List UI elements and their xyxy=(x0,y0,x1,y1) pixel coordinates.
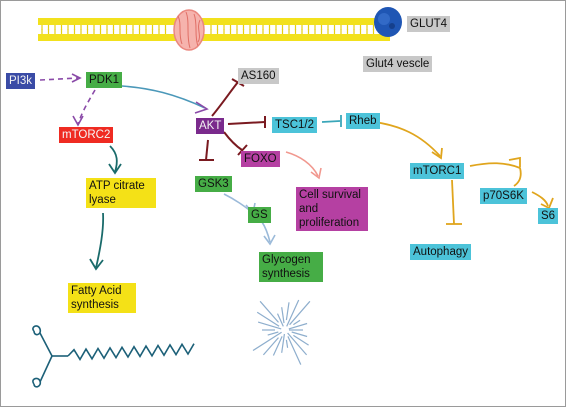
mtorc2-node: mTORC2 xyxy=(59,127,114,143)
lipid-tails xyxy=(41,25,388,34)
pdk1-to-mtorc2-arrow xyxy=(77,89,96,125)
akt-inhibition-lines xyxy=(199,78,266,161)
fatty-acid-node: Fatty Acid synthesis xyxy=(68,283,136,313)
glycogen-synthesis-node: Glycogen synthesis xyxy=(259,252,323,282)
glycogen-line-2: synthesis xyxy=(262,268,310,280)
akt-node: AKT xyxy=(196,118,225,134)
cell-membrane xyxy=(38,18,390,41)
acly-line-2: lyase xyxy=(89,194,116,206)
pi3k-to-pdk1-arrow xyxy=(39,77,79,81)
as160-node: AS160 xyxy=(238,68,279,84)
glycogen-line-1: Glycogen xyxy=(262,254,311,266)
glut4-vesicle-icon xyxy=(374,7,402,37)
autophagy-node: Autophagy xyxy=(410,244,471,260)
rheb-to-mtorc1-arrow xyxy=(374,121,441,157)
pi3k-node: PI3k xyxy=(6,73,36,89)
gsk3-node: GSK3 xyxy=(195,176,232,192)
cell-survival-line-1: Cell survival xyxy=(299,189,361,201)
pdk1-to-akt-arrow xyxy=(121,85,206,109)
membrane-outer-leaflet xyxy=(38,18,390,25)
fatty-acid-line-1: Fatty Acid xyxy=(71,285,122,297)
gs-node: GS xyxy=(248,207,271,223)
p70s6k-to-s6-arrow xyxy=(531,191,549,207)
acly-to-fatty-acid-arrow xyxy=(95,212,105,269)
fatty-acid-line-2: synthesis xyxy=(71,299,119,311)
fatty-acid-chain-icon xyxy=(32,325,195,388)
acly-line-1: ATP citrate xyxy=(89,180,145,192)
cell-survival-line-2: and xyxy=(299,203,319,215)
pdk1-node: PDK1 xyxy=(86,72,123,88)
mtorc1-node: mTORC1 xyxy=(410,163,465,179)
cell-survival-line-3: proliferation xyxy=(299,217,360,229)
foxo-node: FOXO xyxy=(241,151,280,167)
mtorc2-to-acly-arrow xyxy=(109,145,118,173)
mtorc1-inhibits-autophagy-line xyxy=(451,179,455,225)
tsc12-node: TSC1/2 xyxy=(272,117,317,133)
s6-node: S6 xyxy=(538,208,559,224)
cell-survival-node: Cell survival and proliferation xyxy=(296,187,368,231)
foxo-to-cell-survival-arrow xyxy=(285,151,319,177)
rheb-node: Rheb xyxy=(346,113,380,129)
glut4-label: GLUT4 xyxy=(407,16,451,32)
membrane-inner-leaflet xyxy=(38,34,390,41)
glut4-transporter-icon xyxy=(173,9,205,51)
p70s6k-node: p70S6K xyxy=(480,188,527,204)
mtorc1-to-p70s6k-arrow xyxy=(469,162,522,187)
atp-citrate-lyase-node: ATP citrate lyase xyxy=(86,178,156,208)
tsc-to-rheb-arrow xyxy=(321,120,341,123)
glut4-vesicle-label: Glut4 vescle xyxy=(363,56,433,72)
glycogen-granule-icon xyxy=(252,299,311,365)
gs-to-glycogen-arrow xyxy=(261,221,271,243)
